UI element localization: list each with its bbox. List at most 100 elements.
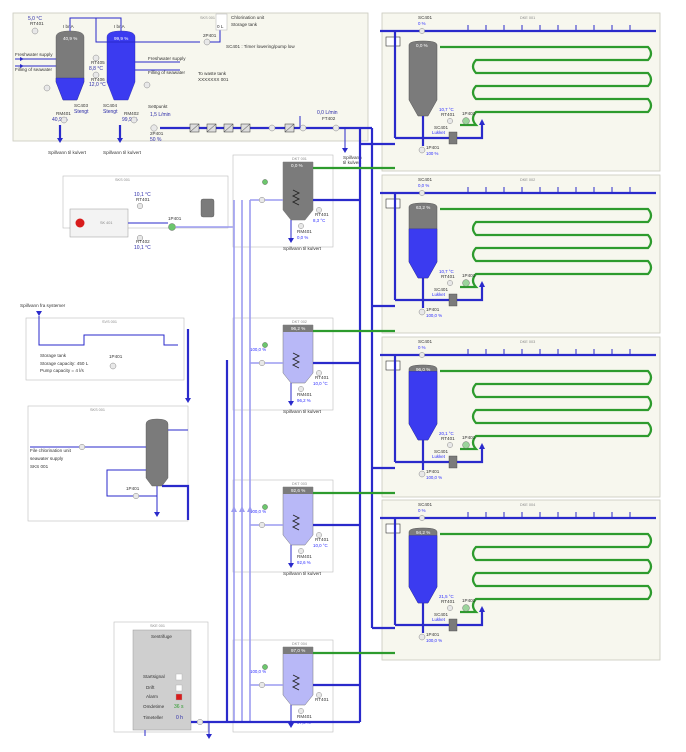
right-top-valve-icon[interactable] bbox=[419, 28, 425, 34]
right-outlet-pump-value: 100,0 % bbox=[426, 313, 442, 318]
centrifuge-title: Sentrifuge bbox=[151, 634, 172, 639]
mid-rm-gauge-icon[interactable] bbox=[298, 223, 304, 229]
mid-rt-tag: RT401 bbox=[315, 537, 329, 542]
mid-tank-body[interactable] bbox=[282, 486, 314, 546]
right-top-valve-icon[interactable] bbox=[419, 515, 425, 521]
centrifuge-valve-icon[interactable] bbox=[196, 718, 204, 726]
chlor-valve-icon[interactable] bbox=[78, 443, 86, 451]
flow-valve-2-icon[interactable] bbox=[299, 124, 307, 132]
sw-temp2-gauge-icon[interactable] bbox=[136, 234, 144, 242]
mid-rm-gauge-icon[interactable] bbox=[298, 386, 304, 392]
right-outlet-pump-icon[interactable] bbox=[418, 470, 426, 478]
chlorination-unit-box[interactable] bbox=[215, 13, 228, 31]
freshwater-arrow-icon bbox=[20, 57, 24, 61]
right-rt-gauge-icon[interactable] bbox=[447, 118, 453, 124]
flow-valve-3-icon[interactable] bbox=[332, 124, 340, 132]
pump-2p401-main-icon[interactable] bbox=[150, 124, 158, 132]
mid-rt-gauge-icon[interactable] bbox=[316, 370, 322, 376]
to-waste-label: To waste tank bbox=[198, 71, 227, 76]
mid-tank-tag: DKT 003 bbox=[292, 482, 307, 486]
right-rt-gauge-icon[interactable] bbox=[447, 605, 453, 611]
mid-valve-icon[interactable] bbox=[258, 521, 266, 529]
right-rt-gauge-icon[interactable] bbox=[447, 280, 453, 286]
rm401-gauge-icon[interactable] bbox=[60, 116, 68, 124]
mid-valve-icon[interactable] bbox=[258, 359, 266, 367]
right-level-gauge-icon bbox=[385, 523, 401, 534]
mid-rt-gauge-icon[interactable] bbox=[316, 532, 322, 538]
mid-sensor-icon[interactable] bbox=[262, 504, 268, 510]
mid-tank-level: 97,0 % bbox=[291, 648, 305, 653]
right-top-valve-icon[interactable] bbox=[419, 352, 425, 358]
mid-sensor-icon[interactable] bbox=[262, 179, 268, 185]
right-rt-gauge-icon[interactable] bbox=[447, 442, 453, 448]
setpoint-value[interactable]: 1,5 L/min bbox=[150, 112, 171, 118]
mid-valve-icon[interactable] bbox=[258, 196, 266, 204]
mid-rt-value: 10,0 °C bbox=[313, 381, 328, 386]
rt405-tag: RT405 bbox=[91, 60, 105, 65]
right-outlet-pump-icon[interactable] bbox=[418, 308, 426, 316]
mid-rm-gauge-icon[interactable] bbox=[298, 548, 304, 554]
right-coil-pump-icon[interactable] bbox=[462, 117, 470, 125]
mid-tank-tag: DKT 004 bbox=[292, 642, 307, 646]
mid-tank-cap bbox=[283, 162, 313, 169]
chlor-drain-pipe bbox=[162, 484, 190, 520]
right-coil-pump-icon[interactable] bbox=[462, 604, 470, 612]
right-outlet-pump-icon[interactable] bbox=[418, 146, 426, 154]
right-coil-pump-icon[interactable] bbox=[462, 441, 470, 449]
right-actuator-icon[interactable] bbox=[448, 131, 458, 145]
pump-2p401-icon[interactable] bbox=[203, 38, 211, 46]
mid-tank-body[interactable] bbox=[282, 161, 314, 221]
right-tank-body[interactable] bbox=[408, 40, 438, 117]
outside-temp-tag: RT401 bbox=[30, 21, 44, 26]
centrifuge-ondetime-value: 36 s bbox=[174, 704, 184, 710]
rm402-gauge-icon[interactable] bbox=[130, 116, 138, 124]
spill-pump-icon[interactable] bbox=[109, 362, 117, 370]
right-sc-top-tag: SC401 bbox=[418, 502, 432, 507]
chlor-tank[interactable] bbox=[145, 418, 169, 487]
right-actuator-icon[interactable] bbox=[448, 455, 458, 469]
mid-tank-tag: DKT 002 bbox=[292, 320, 307, 324]
sw-pump-icon[interactable] bbox=[168, 223, 176, 231]
right-coil-pump-icon[interactable] bbox=[462, 279, 470, 287]
rt405-gauge-icon[interactable] bbox=[92, 54, 100, 62]
right-actuator-icon[interactable] bbox=[448, 618, 458, 632]
mid-rt-value: 8,3 °C bbox=[313, 218, 325, 223]
sw-unit-label: SK 401 bbox=[100, 221, 112, 225]
mid-rt-gauge-icon[interactable] bbox=[316, 207, 322, 213]
tank2-body[interactable] bbox=[106, 30, 136, 101]
mid-tank-body[interactable] bbox=[282, 646, 314, 706]
right-sc-tag: SC401 bbox=[434, 449, 448, 454]
sw-temp1-value: 10,1 °C bbox=[134, 192, 151, 198]
chlor-pump-icon[interactable] bbox=[132, 492, 140, 500]
flow-valve-icon[interactable] bbox=[268, 124, 276, 132]
mid-valve-icon[interactable] bbox=[258, 681, 266, 689]
right-outlet-pump-icon[interactable] bbox=[418, 633, 426, 641]
mid-rt-gauge-icon[interactable] bbox=[316, 692, 322, 698]
right-top-valve-icon[interactable] bbox=[419, 190, 425, 196]
right-actuator-icon[interactable] bbox=[448, 293, 458, 307]
mid-sensor-icon[interactable] bbox=[262, 664, 268, 670]
rt406-gauge-icon[interactable] bbox=[92, 71, 100, 79]
spill-label-2: Spillvann til kulvert bbox=[103, 150, 142, 155]
valve-right-icon[interactable] bbox=[143, 81, 151, 89]
outside-temp-gauge-icon[interactable] bbox=[31, 27, 39, 35]
mid-tank-body[interactable] bbox=[282, 324, 314, 384]
sw-temp1-gauge-icon[interactable] bbox=[136, 202, 144, 210]
mid-tank-cap bbox=[283, 487, 313, 494]
right-outlet-pump-value: 100,0 % bbox=[426, 475, 442, 480]
mid-sensor-icon[interactable] bbox=[262, 342, 268, 348]
right-tank-water bbox=[408, 371, 438, 441]
timer-text: SC401 : Timer lowering/pump low bbox=[226, 44, 295, 49]
valve-left-icon[interactable] bbox=[43, 84, 51, 92]
sw-small-tank[interactable] bbox=[200, 198, 215, 218]
mid-rm-gauge-icon[interactable] bbox=[298, 708, 304, 714]
tank1-water bbox=[55, 77, 85, 101]
mid-drain-arrow-icon bbox=[288, 723, 294, 728]
right-coil-pump-tag: 1P401 bbox=[462, 111, 476, 116]
sc404-state: Stengt bbox=[103, 109, 118, 115]
mid-arrow-icon-1 bbox=[231, 506, 237, 512]
right-cooling-coil bbox=[440, 532, 653, 614]
mid-spill-label: Spillvann til kulvert bbox=[283, 571, 322, 576]
spill-storage-tank: Storage tank bbox=[40, 353, 67, 358]
